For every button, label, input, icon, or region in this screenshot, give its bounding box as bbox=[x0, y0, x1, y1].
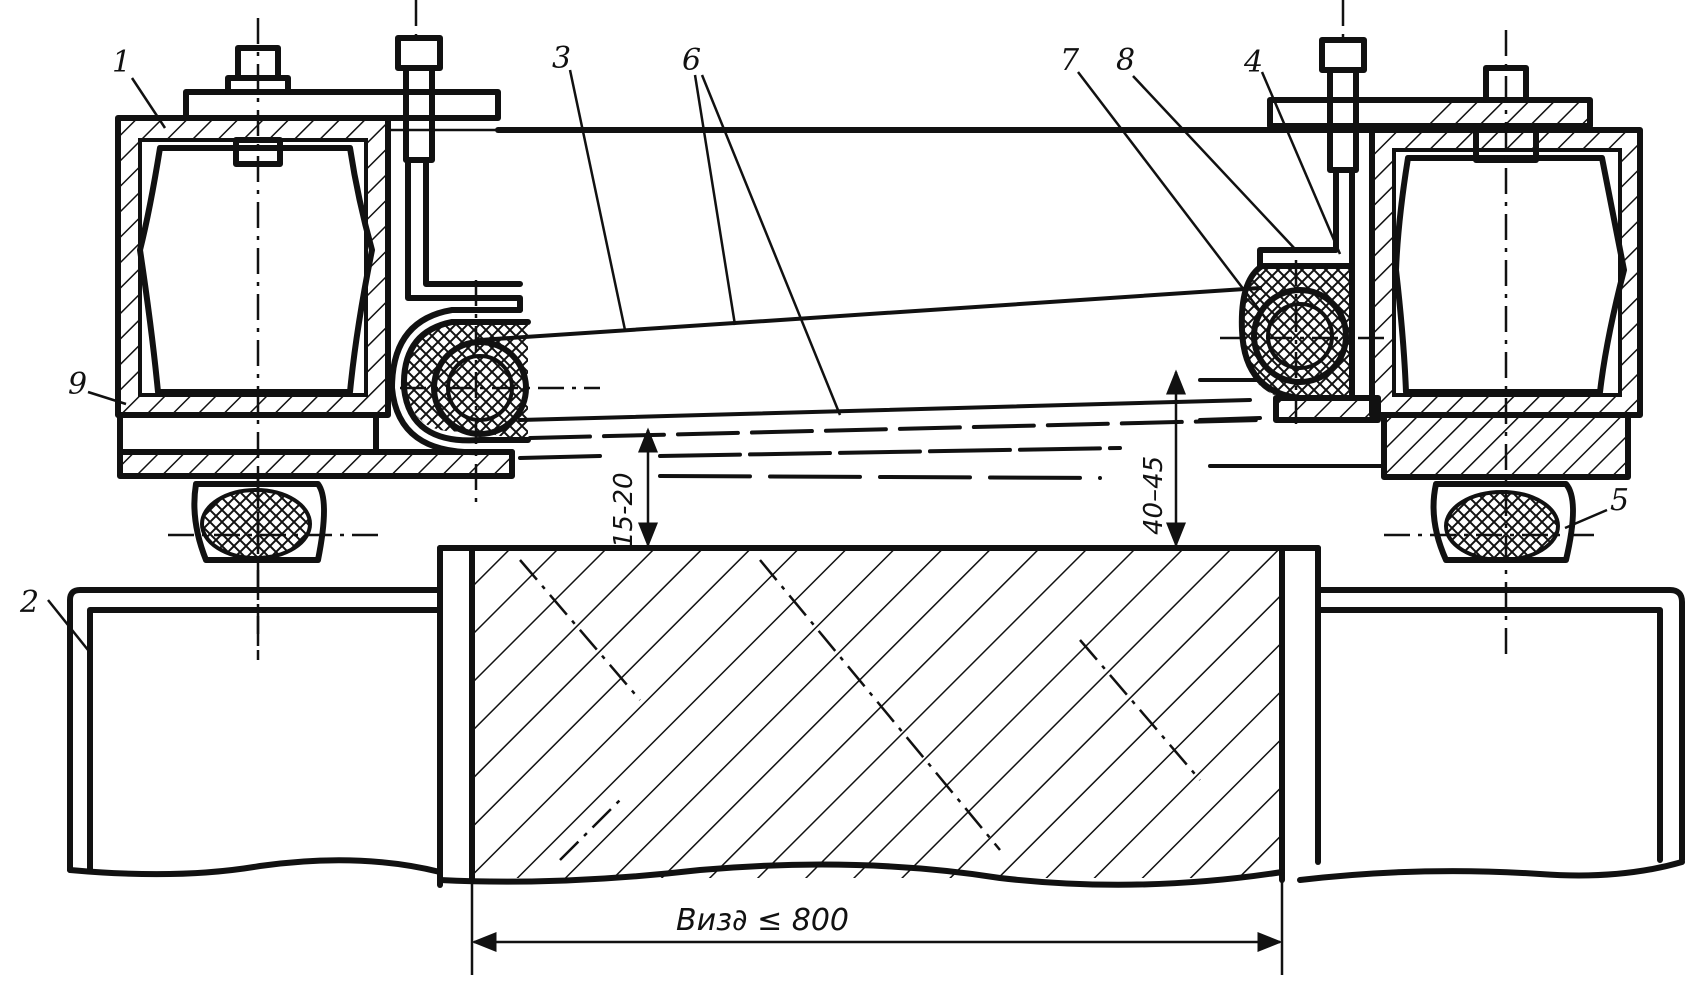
left-adjust-screw bbox=[395, 0, 523, 313]
dim-width-text: Виз∂ ≤ 800 bbox=[676, 903, 849, 938]
right-support-pad bbox=[1384, 481, 1600, 563]
dim-width: Виз∂ ≤ 800 bbox=[470, 872, 1284, 975]
leaders bbox=[47, 69, 1608, 651]
label-8: 8 bbox=[1116, 43, 1135, 78]
belt-stack-lines bbox=[518, 378, 1386, 480]
label-1: 1 bbox=[112, 45, 131, 80]
right-bolt bbox=[1473, 30, 1539, 660]
left-idler-roller bbox=[389, 280, 600, 510]
dim-large-gap: 40–45 bbox=[1139, 369, 1186, 548]
callout-labels: 1 2 3 6 7 8 4 5 9 bbox=[19, 41, 1629, 620]
label-2: 2 bbox=[19, 585, 39, 620]
inclined-line-upper bbox=[478, 286, 1262, 342]
dim-small-gap: 15-20 bbox=[609, 427, 658, 548]
lower-frame-right bbox=[1297, 587, 1685, 883]
label-4: 4 bbox=[1243, 45, 1263, 80]
label-7: 7 bbox=[1060, 43, 1080, 78]
left-roller-housing bbox=[115, 89, 515, 479]
left-bolt bbox=[225, 18, 291, 660]
lower-frame-left bbox=[67, 587, 443, 878]
label-3: 3 bbox=[552, 41, 571, 76]
inclined-line-lower bbox=[518, 398, 1252, 422]
label-6: 6 bbox=[682, 43, 701, 78]
label-5: 5 bbox=[1610, 483, 1629, 518]
dim-large-gap-text: 40–45 bbox=[1139, 456, 1169, 535]
left-support-pad bbox=[168, 470, 380, 660]
right-adjust-screw bbox=[1257, 0, 1367, 269]
belt-block bbox=[437, 545, 1321, 888]
label-9: 9 bbox=[68, 367, 87, 402]
dim-small-gap-text: 15-20 bbox=[609, 472, 639, 548]
right-idler-roller bbox=[1220, 260, 1400, 430]
